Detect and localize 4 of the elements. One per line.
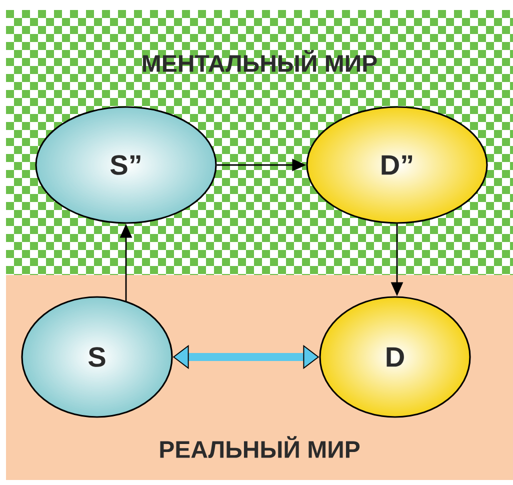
- ellipse-node: D: [319, 296, 471, 418]
- ellipse-node: S: [21, 296, 173, 418]
- ellipse-node: S”: [35, 106, 217, 224]
- ellipse-node: D”: [306, 106, 488, 224]
